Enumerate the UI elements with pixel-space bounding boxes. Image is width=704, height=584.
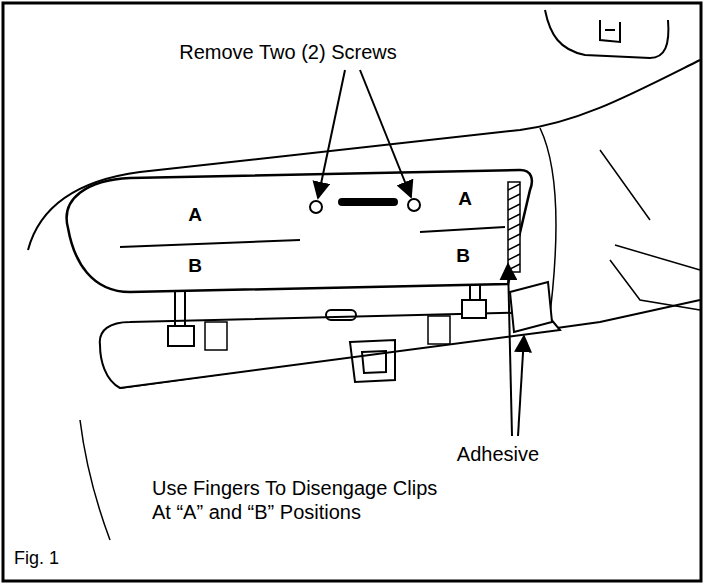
part-label: Adhesive (457, 442, 539, 466)
bracket-tab (428, 316, 450, 344)
leader-arrow (508, 264, 512, 436)
adhesive-pad (510, 282, 552, 332)
bracket-hook (350, 340, 395, 382)
adhesive-hatching (508, 184, 520, 270)
leader-arrow (318, 70, 345, 198)
door-handle (545, 10, 668, 58)
leader-arrow (518, 336, 524, 436)
clip-position-label: B (188, 255, 202, 278)
leader-arrow (360, 70, 411, 197)
screw (408, 199, 420, 211)
clip-leg (175, 288, 185, 330)
figure-frame (3, 3, 701, 581)
bracket-slot (326, 310, 356, 320)
clip (168, 326, 194, 346)
instruction-note: Use Fingers To Disengage Clips At “A” an… (152, 476, 452, 524)
lower-bracket (100, 312, 560, 388)
bracket-tab (205, 322, 227, 350)
instruction-label: Remove Two (2) Screws (179, 40, 396, 64)
door-lower-curve (80, 420, 110, 540)
clip-position-label: B (456, 245, 470, 268)
clip (462, 300, 486, 318)
adhesive-strip (508, 182, 520, 272)
clip-position-label: A (458, 188, 472, 211)
screw (310, 201, 322, 213)
lock-symbol (600, 20, 620, 42)
panel-slot (338, 198, 398, 206)
figure-caption: Fig. 1 (14, 548, 59, 570)
panel-groove (120, 227, 505, 247)
clip-position-label: A (188, 204, 202, 227)
armrest-panel (67, 170, 532, 292)
interior-lines (600, 150, 700, 310)
